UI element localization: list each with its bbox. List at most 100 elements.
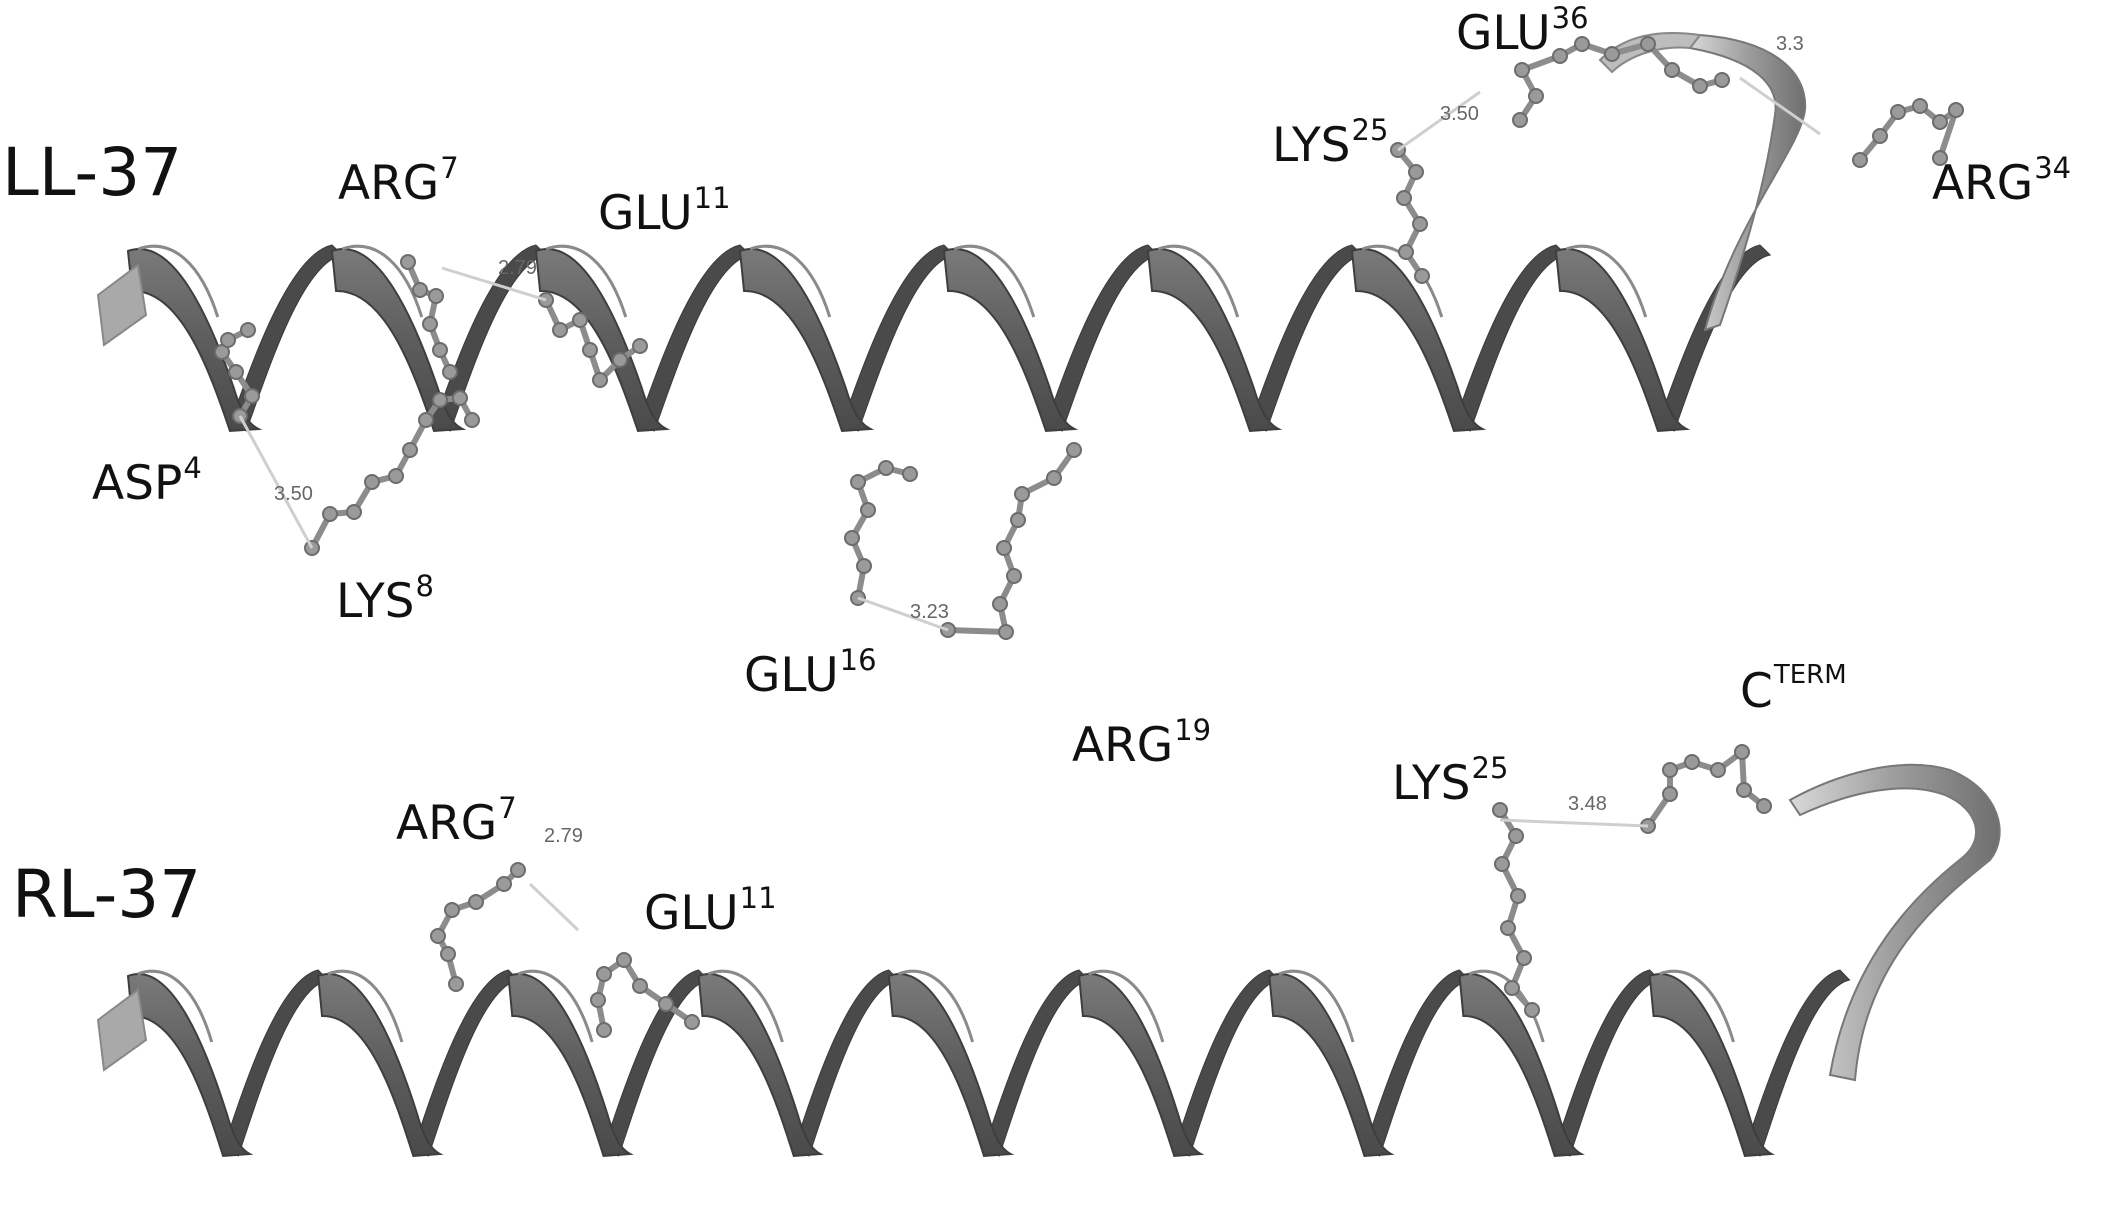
ll37-helix-front-strand <box>126 248 263 433</box>
residue-label-arg7: ARG7 <box>338 151 459 211</box>
ll37-helix-ribbon <box>96 244 1772 433</box>
residue-label-arg34: ARG34 <box>1932 151 2072 211</box>
rl37-helix-rim <box>136 969 214 1043</box>
atom-ball <box>428 288 444 304</box>
rl37-helix-front-strand <box>697 973 824 1158</box>
rl37-helix-back-strand <box>1554 969 1661 1157</box>
atom-ball <box>850 474 866 490</box>
atom-ball <box>1932 150 1948 166</box>
atom-ball <box>1412 216 1428 232</box>
atom-ball <box>1714 72 1730 88</box>
contact-line <box>857 596 949 632</box>
atom-ball <box>322 506 338 522</box>
atom-ball <box>1046 470 1062 486</box>
side-chain-sticks <box>214 36 1964 1038</box>
atom-ball <box>1756 798 1772 814</box>
ll37-helix-front-strand <box>1554 248 1691 433</box>
ll37-helix-front-strand <box>1146 248 1283 433</box>
rl37-helix-rim <box>1088 969 1165 1043</box>
rl37-helix-rim <box>1658 969 1735 1043</box>
atom-ball <box>1414 268 1430 284</box>
atom-ball <box>228 364 244 380</box>
atom-ball <box>998 624 1014 640</box>
ll37-helix-rim <box>1565 244 1648 318</box>
rl37-helix-back-strand <box>1744 969 1851 1157</box>
atom-ball <box>992 596 1008 612</box>
contact-line <box>1499 818 1649 828</box>
atom-ball <box>510 862 526 878</box>
atom-ball <box>346 504 362 520</box>
ll37-helix-back-strand <box>1249 244 1364 432</box>
distance-label-arg7-glu11: 2.79 <box>498 257 537 279</box>
residue-label-c-term: CTERM <box>1740 660 1847 719</box>
atom-ball <box>856 558 872 574</box>
atom-ball <box>1500 920 1516 936</box>
ll37-helix-rim <box>341 244 424 318</box>
atom-ball <box>1852 152 1868 168</box>
ll37-helix-back-strand <box>1045 244 1160 432</box>
rl37-helix-rim <box>517 969 594 1043</box>
atom-ball <box>996 540 1012 556</box>
atom-ball <box>612 352 628 368</box>
atom-ball <box>658 996 674 1012</box>
ll37-helix-front-strand <box>330 248 467 433</box>
atom-ball <box>1006 568 1022 584</box>
atom-ball <box>496 876 512 892</box>
atom-ball <box>432 392 448 408</box>
atom-ball <box>1398 244 1414 260</box>
rl37-helix-front-strand <box>1268 973 1395 1158</box>
rl37-helix-front-strand <box>126 973 254 1158</box>
ll37-helix-rim <box>545 244 628 318</box>
rl37-c-terminal-loop <box>1788 763 2001 1082</box>
rl37-helix-back-strand <box>983 969 1090 1157</box>
ll37-helix-n-terminal-cap <box>96 263 148 347</box>
atom-ball <box>440 946 456 962</box>
rl37-helix-front-strand <box>507 973 634 1158</box>
atom-ball <box>1662 762 1678 778</box>
ll37-helix-rim <box>953 244 1036 318</box>
atom-ball <box>572 312 588 328</box>
rl37-helix-n-terminal-cap <box>96 988 148 1072</box>
atom-ball <box>684 1014 700 1030</box>
residue-label-glu16: GLU16 <box>744 643 877 703</box>
atom-ball <box>400 254 416 270</box>
atom-ball <box>432 342 448 358</box>
atom-ball <box>632 978 648 994</box>
atom-ball <box>596 966 612 982</box>
atom-ball <box>388 468 404 484</box>
ll37-helix-back-strand <box>1453 244 1568 432</box>
atom-ball <box>430 928 446 944</box>
atom-ball <box>1912 98 1928 114</box>
ll37-loop-edge <box>1598 32 1702 74</box>
rl37-helix-back-strand <box>1173 969 1280 1157</box>
side-chain-7 <box>1517 41 1725 123</box>
rl37-helix-rim <box>1278 969 1355 1043</box>
atom-ball <box>412 282 428 298</box>
atom-ball <box>1528 88 1544 104</box>
contact-line <box>238 415 314 549</box>
atom-ball <box>860 502 876 518</box>
residue-label-lys25-bottom: LYS25 <box>1392 751 1509 811</box>
rl37-helix-ribbon <box>96 969 1851 1158</box>
residue-label-lys25-top: LYS25 <box>1272 113 1389 173</box>
distance-label-arg7-glu11-bottom: 2.79 <box>544 825 583 847</box>
atom-ball <box>1604 46 1620 62</box>
atom-ball <box>592 372 608 388</box>
rl37-helix-front-strand <box>1078 973 1205 1158</box>
atom-ball <box>244 388 260 404</box>
distance-label-lys25-cterm: 3.48 <box>1568 793 1607 815</box>
side-chain-3 <box>309 395 475 551</box>
atom-ball <box>1408 164 1424 180</box>
rl37-helix-back-strand <box>1363 969 1471 1157</box>
rl37-helix-front-strand <box>1458 973 1585 1158</box>
atom-ball <box>1872 128 1888 144</box>
atom-ball <box>1664 62 1680 78</box>
atom-ball <box>1014 486 1030 502</box>
ll37-helix-front-strand <box>1350 248 1487 433</box>
residue-label-arg19: ARG19 <box>1072 713 1212 773</box>
atom-ball <box>1734 744 1750 760</box>
atom-ball <box>1662 786 1678 802</box>
distance-label-arg34: 3.3 <box>1776 33 1804 55</box>
atom-ball <box>448 976 464 992</box>
